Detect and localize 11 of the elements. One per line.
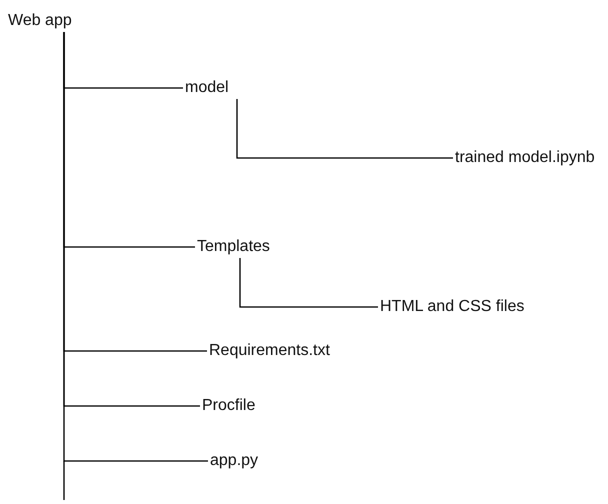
node-label: model [185,77,229,99]
node-label: Web app [8,10,72,32]
tree-connector [239,258,378,308]
node-label: Requirements.txt [209,340,330,362]
node-label: trained model.ipynb [455,147,595,169]
node-label: Procfile [202,395,256,417]
tree-connector [63,32,208,462]
node-label: HTML and CSS files [380,296,524,318]
tree-connector [236,99,453,159]
node-label: Templates [197,236,270,258]
node-label: app.py [210,450,258,472]
